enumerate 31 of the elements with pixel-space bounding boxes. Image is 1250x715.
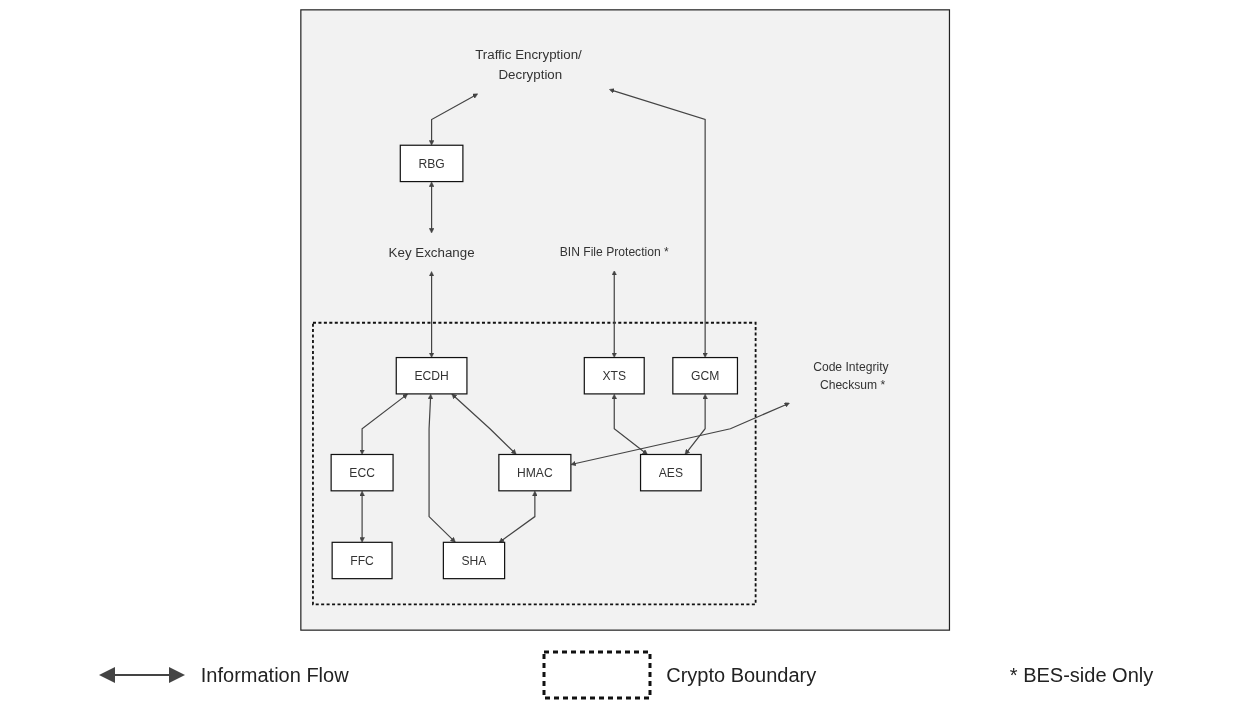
node-text: Code Integrity Checksum *	[812, 359, 889, 392]
arrow	[611, 270, 617, 358]
arrow	[428, 181, 435, 234]
node-box: RBG	[399, 144, 464, 183]
cluster	[300, 9, 950, 631]
node-box: XTS	[583, 356, 645, 395]
arrow	[451, 393, 517, 455]
node-box: ECDH	[395, 356, 468, 395]
node-text: BIN File Protection *	[559, 245, 669, 259]
arrow	[427, 393, 456, 543]
node-box: GCM	[672, 356, 738, 395]
node-box: HMAC	[498, 453, 572, 492]
node-box: SHA	[442, 541, 506, 580]
arrow	[684, 393, 708, 455]
cluster	[311, 321, 757, 606]
arrow	[359, 393, 408, 455]
arrow	[359, 490, 365, 543]
arrow	[498, 490, 538, 543]
arrow	[570, 402, 790, 467]
arrow	[608, 88, 708, 358]
arrow	[611, 393, 648, 455]
node-text: Key Exchange	[388, 244, 475, 260]
arrow	[428, 93, 478, 146]
legend-label: Information Flow	[200, 663, 349, 687]
node-box: AES	[639, 453, 702, 492]
legend-label: Crypto Boundary	[666, 663, 817, 687]
note: * BES-side Only	[1009, 663, 1154, 687]
node-text: Traffic Encryption/ Decryption	[475, 47, 582, 83]
arrow	[428, 271, 435, 358]
node-box: ECC	[330, 453, 394, 492]
node-box: FFC	[331, 541, 393, 580]
